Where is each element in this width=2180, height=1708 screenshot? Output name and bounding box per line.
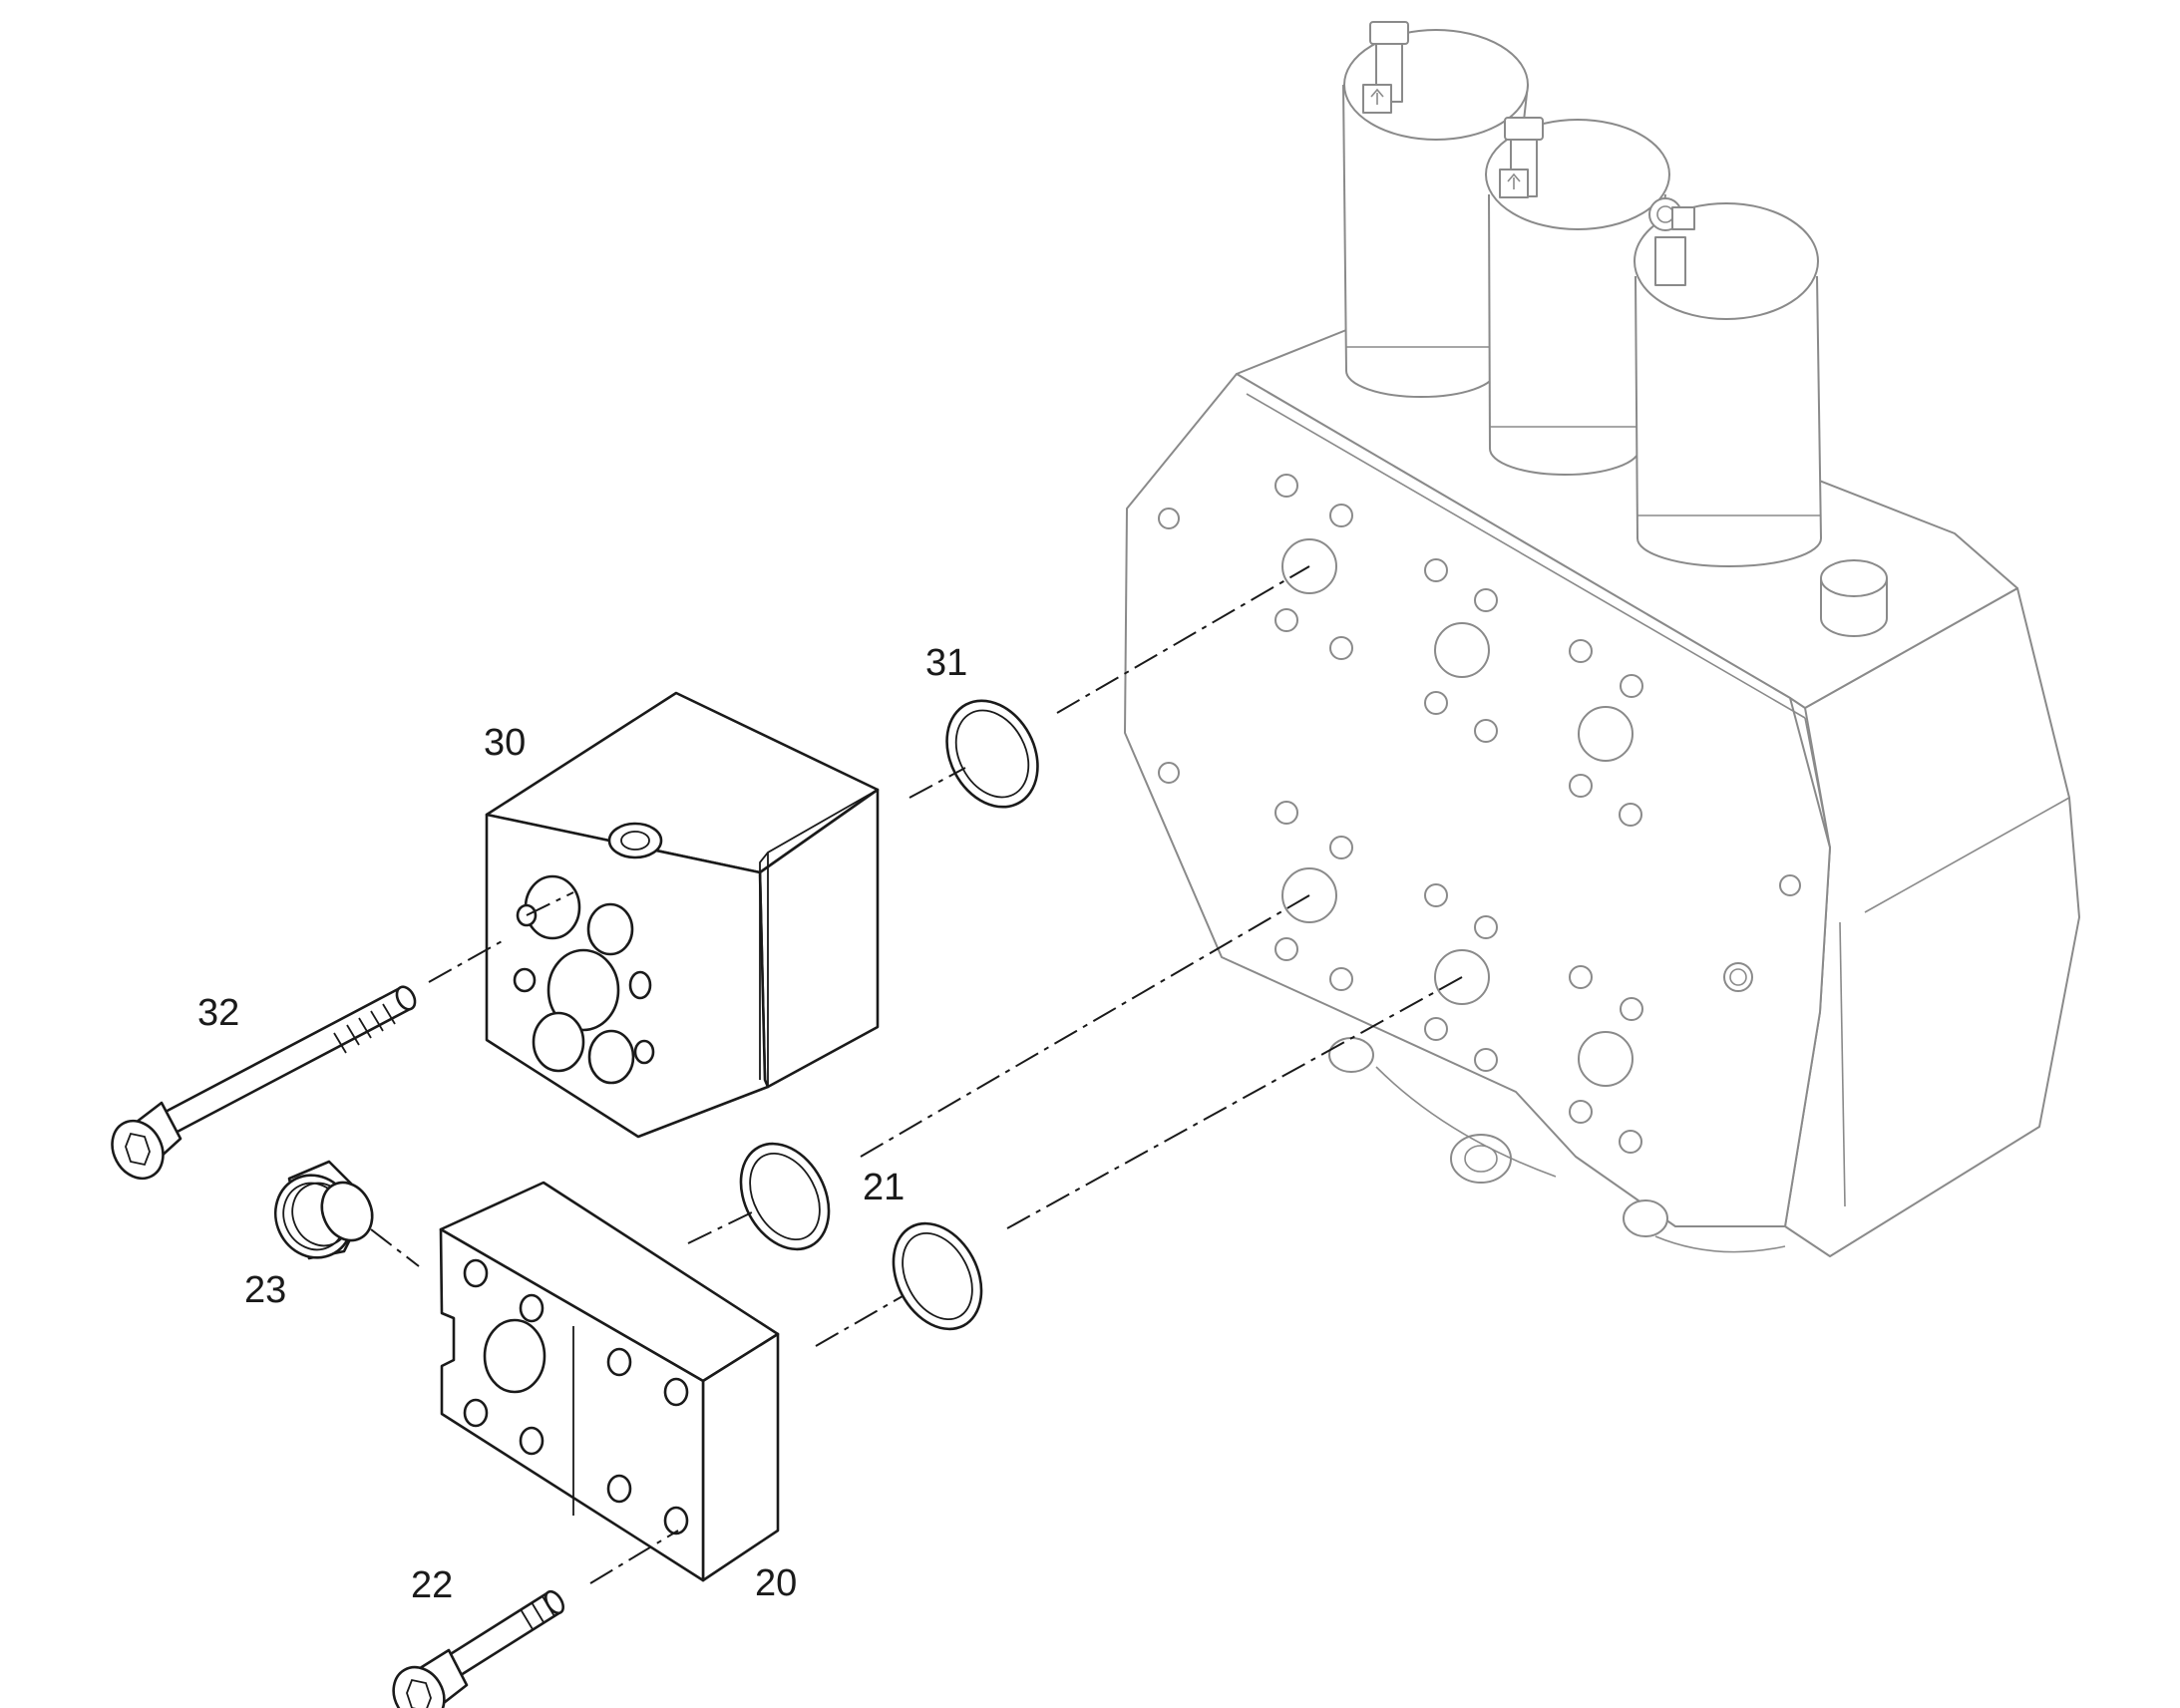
part-30-valve-module <box>485 691 880 1139</box>
callout-21: 21 <box>863 1167 905 1208</box>
part-32-long-bolt <box>111 985 417 1181</box>
solenoid-coil-3 <box>1634 197 1822 567</box>
bottom-fittings <box>1328 1037 1786 1253</box>
solenoid-coil-1 <box>1342 21 1529 398</box>
part-23-plug <box>273 1160 374 1260</box>
part-22-short-bolt <box>392 1589 564 1708</box>
callout-labels: 30 31 32 21 23 22 20 <box>197 642 967 1606</box>
callout-22: 22 <box>411 1564 453 1606</box>
part-20-cover-plate <box>439 1181 780 1582</box>
assembly-axes <box>370 565 1463 1584</box>
part-21-o-ring-upper <box>739 1142 831 1251</box>
part-31-o-ring <box>945 699 1039 809</box>
callout-31: 31 <box>925 642 967 684</box>
callout-30: 30 <box>484 722 526 764</box>
callout-20: 20 <box>755 1562 797 1604</box>
mounting-face-ports <box>1158 474 1801 1154</box>
callout-32: 32 <box>197 992 239 1034</box>
part-21-o-ring-lower <box>892 1221 983 1331</box>
callout-23: 23 <box>244 1269 286 1311</box>
top-plug <box>1820 559 1888 637</box>
solenoid-coil-2 <box>1485 117 1670 476</box>
valve-block-assembly <box>1124 21 2080 1257</box>
